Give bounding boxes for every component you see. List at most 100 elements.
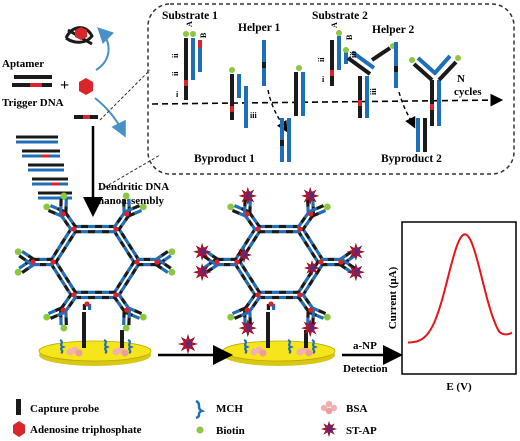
substrate2-label: Substrate 2 (312, 10, 368, 22)
mch-molecule (103, 338, 110, 354)
biotin-dot (43, 203, 51, 211)
byproduct1-duplex (280, 118, 291, 162)
capture-probe (266, 312, 270, 348)
detection-line2: Detection (343, 363, 388, 375)
bsa-blob (66, 346, 83, 357)
post-helper1-strand (294, 65, 305, 116)
st-ap-enzyme (301, 186, 320, 205)
st-ap-enzyme (193, 263, 212, 282)
biotin-dot (168, 268, 176, 276)
legend-capture-probe: Capture probe (16, 399, 99, 415)
legend-biotin: Biotin (196, 425, 245, 437)
domain-ii-2: ii (317, 57, 326, 62)
aptamer-atp-section: Aptamer + Trigger DNA (2, 26, 126, 200)
st-ap-enzyme (303, 259, 321, 277)
biotin-dot (43, 313, 51, 321)
mch-icon (195, 399, 206, 420)
legend-mch-label: MCH (216, 403, 243, 415)
helper1-label: Helper 1 (238, 22, 281, 34)
domain-iii-1: iii (250, 111, 257, 120)
helper2-label: Helper 2 (372, 24, 415, 36)
domain-iii-2b: iii (349, 51, 358, 58)
domain-A-1: A (185, 21, 194, 27)
mch-molecule (311, 338, 318, 354)
x-axis-label: E (V) (446, 381, 472, 393)
intermediate1-strand (229, 67, 248, 128)
cascade-arrow (151, 93, 504, 107)
voltammogram-chart: Current (μA) E (V) (387, 221, 517, 393)
domain-iii-2: iii (369, 88, 378, 95)
st-ap-icon (320, 420, 338, 438)
biotin-dot (323, 313, 331, 321)
biotin-dot (168, 248, 176, 256)
biotin-dot (14, 268, 22, 276)
biotin-dot (139, 313, 147, 321)
st-ap-enzyme (346, 263, 365, 282)
st-ap-enzyme (238, 186, 257, 205)
st-ap-enzyme (301, 319, 320, 338)
dendrimer-assemblies (14, 186, 365, 366)
domain-ii-1: ii (171, 53, 180, 58)
aptamer-label: Aptamer (2, 58, 44, 70)
domain-B-2: B (345, 34, 354, 40)
junction2-strand (343, 43, 396, 118)
legend-bsa: BSA (320, 400, 367, 415)
dendrimer-with-st-ap (193, 186, 365, 366)
cycles-label: cycles (454, 86, 482, 98)
biotin-dot (60, 192, 68, 200)
st-ap-enzyme (193, 242, 212, 261)
bsa-blob (296, 346, 313, 357)
byproduct2-label: Byproduct 2 (381, 153, 442, 165)
legend-st-ap: ST-AP (320, 420, 377, 438)
legend-bsa-label: BSA (346, 403, 367, 415)
legend-biotin-label: Biotin (216, 425, 245, 437)
capture-probe (82, 312, 86, 348)
domain-i-2: i (322, 75, 325, 84)
mch-molecule (243, 338, 250, 354)
mch-molecule (287, 338, 294, 354)
aptamer-strand-icon (12, 75, 52, 87)
mch-molecule (59, 338, 66, 354)
substrate1-strand (183, 31, 202, 100)
capture-probe-icon (16, 399, 21, 415)
plot-frame (401, 221, 517, 375)
y-axis-label: Current (μA) (387, 266, 399, 329)
byproduct2-duplex (416, 118, 427, 152)
atp-icon (13, 421, 25, 437)
biotin-dot (323, 203, 331, 211)
substrate1-label: Substrate 1 (162, 10, 218, 22)
plus-sign: + (60, 77, 69, 94)
duplex-stack-icon (16, 135, 72, 200)
mch-molecule (127, 338, 134, 354)
bsa-blob (250, 346, 267, 357)
trigger-dna-label: Trigger DNA (2, 97, 64, 109)
product-dendrimer (409, 54, 461, 126)
n-label: N (457, 73, 465, 85)
free-st-ap-enzyme (177, 333, 199, 355)
domain-i-1: i (176, 90, 179, 99)
biotin-dot (139, 203, 147, 211)
biotin-dot (122, 324, 130, 332)
nanoassembly-line1: Dendritic DNA (98, 181, 169, 193)
legend-st-ap-label: ST-AP (346, 425, 377, 437)
aptamer-atp-complex-icon (64, 26, 94, 46)
domain-A-2: A (330, 22, 339, 28)
biotin-dot (227, 313, 235, 321)
legend-atp-label: Adenosine triphosphate (30, 424, 142, 436)
peak-curve (407, 233, 513, 344)
domain-B-1: B (199, 32, 208, 38)
biotin-dot (14, 248, 22, 256)
nanoassembly-line2: nanoassembly (98, 195, 165, 207)
bsa-blob (112, 346, 129, 357)
st-ap-enzyme (235, 246, 253, 264)
byproduct1-label: Byproduct 1 (194, 153, 255, 165)
domain-ii-1b: ii (171, 71, 180, 76)
capture-probe (120, 330, 124, 348)
electrode-surface (222, 340, 336, 362)
blue-arrow-down (94, 97, 126, 138)
biotin-dot (122, 192, 130, 200)
biotin-icon (196, 426, 204, 434)
legend-atp: Adenosine triphosphate (13, 421, 142, 437)
